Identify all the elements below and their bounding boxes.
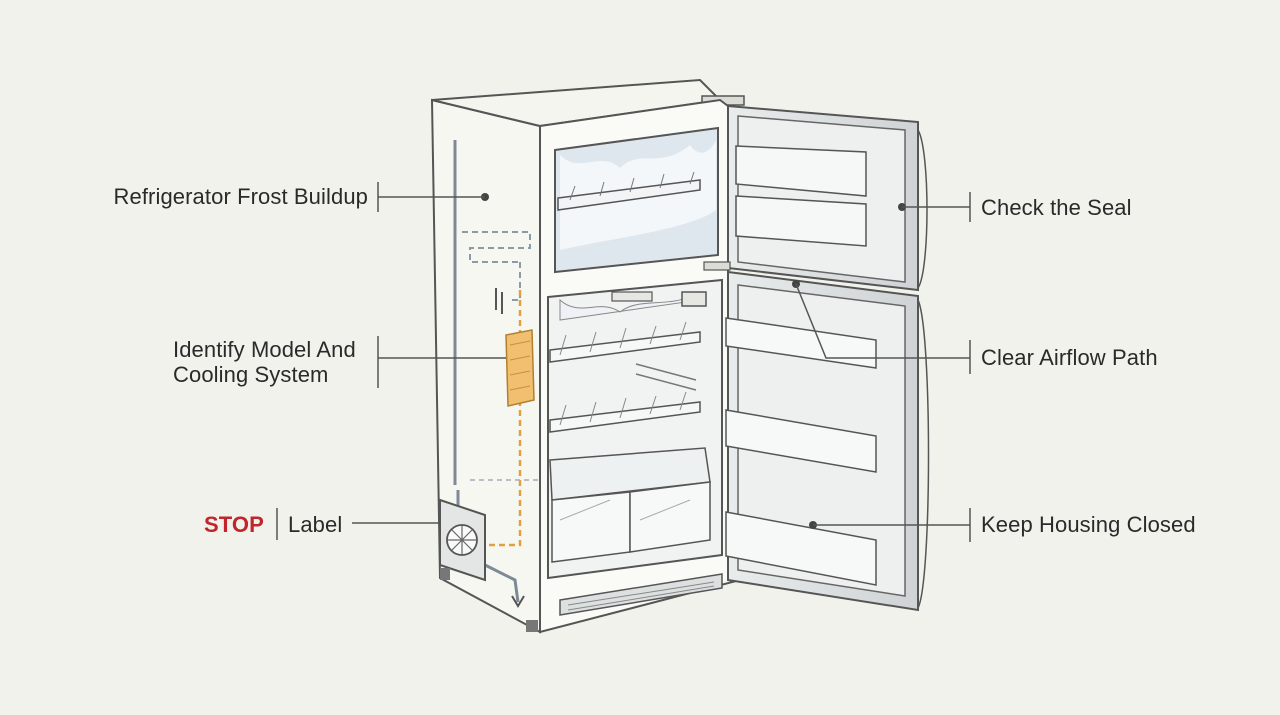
freezer-door (727, 104, 928, 292)
label-identify-line1: Identify Model And (173, 337, 356, 362)
label-identify-line2: Cooling System (173, 362, 329, 387)
label-refrigerator-frost-buildup: Refrigerator Frost Buildup (113, 184, 368, 209)
label-keep-housing-closed: Keep Housing Closed (981, 512, 1196, 537)
model-label-plate (505, 329, 535, 407)
stop-label: STOP (204, 512, 264, 537)
label-label: Label (288, 512, 343, 537)
label-check-the-seal: Check the Seal (981, 195, 1132, 220)
cabinet-front (440, 98, 742, 634)
fresh-food-door (703, 261, 930, 612)
leader-lines (276, 182, 971, 542)
label-clear-airflow-path: Clear Airflow Path (981, 345, 1158, 370)
label-identify-model: Identify Model And Cooling System (60, 337, 368, 387)
compressor-fan (439, 498, 486, 582)
side-bracket (495, 288, 503, 314)
